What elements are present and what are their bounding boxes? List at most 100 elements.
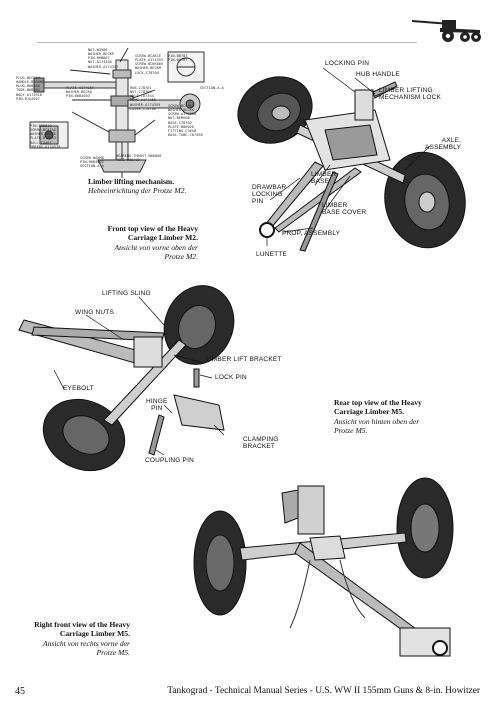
part-label: WASHER-A174357 [88,64,119,69]
part-label: WASHER-BECKM [135,66,161,71]
fig1-parts-top-right: SCREW-BCAKCE PLATE-A174355 SCREW-BCKK005… [135,54,163,75]
fig1-parts-left: PLUG-BECHAM HANDLE-B6B00B PLUG-B6B0A0 TU… [16,76,44,101]
fig1-parts-left-3: PIN-B6B610 SCREW-BCAIAG WASHER-BECKE PLA… [30,124,60,149]
part-label: NUT-N3900 [88,48,108,52]
fig1-caption-sub: Hebeeinrichtung der Protze M2. [88,186,187,196]
label-lunette: LUNETTE [256,251,288,258]
part-label: PIN-B6B4003 [66,94,90,99]
part-label: SCREW-BCAKCE [135,54,161,58]
label-limber-lifting-lock: LIMBER LIFTING MECHANISM LOCK [379,87,442,101]
part-label: SCREW-BCKK005 [135,62,164,67]
fig2-caption-title-2: Carriage Limber M2. [127,233,198,243]
part-label: TUBE-B6B004 [16,88,40,93]
part-label: PIN-B6B4002 [80,160,104,165]
part-label: WASHER-A174359 [130,102,161,107]
label-hinge-pin: HINGE PIN [146,398,168,412]
label-prop-assembly: PROP, ASSEMBLY [282,230,341,237]
part-label: HANDLE-B6B00B [16,80,45,85]
fig1-caption: Limber lifting mechanism. Hebeeinrichtun… [88,177,208,196]
part-label: SPRING-A174570 [30,144,61,149]
fig2-limber-m2-illustration [237,67,466,252]
fig1-caption-title: Limber lifting mechanism. [88,177,175,186]
label-limber-base: LIMBER BASE [311,171,337,185]
part-label: HUB-C78701 [130,86,152,90]
part-label: WASHER-BECKK [168,108,194,113]
footer-series-text: Tankograd - Technical Manual Series - U.… [167,686,480,696]
label-clamping-bracket: CLAMPING BRACKET [243,436,279,450]
label-locking-pin: LOCKING PIN [325,60,370,67]
fig2-caption-sub-2: Protze M2. [164,252,198,262]
part-label: PLUG-B6B0A0 [16,84,40,89]
fig1-parts-right-2: SCREW-BCAAGA WASHER-BECKK SCREW-A174358 … [168,104,203,137]
fig1-section-label: SECTION-A-A [200,86,224,90]
fig4-caption-title-2: Carriage Limber M5. [59,629,130,639]
part-label: FITTING-C3658 [168,128,197,133]
fig3-caption-sub-2: Protze M5. [334,426,368,436]
part-label: NUT-A174356 [88,60,112,65]
part-label: PLUG-BECHAM [16,76,40,80]
part-label: BODY-A174510 [16,92,42,97]
part-label: PIN-BB707 [168,54,188,58]
fig4-caption-sub-1: Ansicht von rechts vorne der [42,638,130,648]
part-label: BALL-CA40F [30,140,52,145]
part-label: PIN-B6B807 [88,56,110,61]
part-label: PIN-B6B610 [30,124,52,128]
part-label: PLATE-B17463 [30,136,56,141]
part-label: WASHER-BECKO [66,90,92,95]
part-label: TUBE-B6B400 [116,158,140,163]
fig1-parts-top-far: PIN-BB707 PIN-B5707 [168,54,187,62]
part-label: PLATE-B86026 [168,124,194,129]
fig1-parts-top: NUT-N3900 WASHER-BECKP PIN-B6B807 NUT-A1… [88,48,118,69]
label-lifting-sling: LIFTING SLING [102,290,151,297]
part-label: SCREW-BCAIAG [30,128,56,133]
fig3-caption-sub-1: Ansicht von hinten oben der [334,416,420,426]
fig1-parts-bottom-2: BEARING-THRUST-B86868 TUBE-B6B400 [116,154,161,162]
fig4-limber-m5-front-illustration [193,477,454,657]
part-label: PIN-B7A4507 [16,96,40,101]
gun-silhouette-icon [412,20,481,42]
label-drawbar-locking-pin: DRAWBAR LOCKING PIN [252,184,287,205]
part-label: WASHER-BECKP [88,52,114,57]
fig1-parts-left-2: PLATE-A174S6F WASHER-BECKO PIN-B6B4003 [66,86,94,98]
fig1-parts-bottom: SCREW-BAXM0 PIN-B6B4002 SECTION-A-A [80,156,104,168]
fig3-caption-title-2: Carriage Limber M5. [334,407,405,417]
part-label: SECTION-A-A [200,86,224,90]
part-label: SECTION-A-A [80,164,104,169]
fig1-parts-right: HUB-C78701 NUT-C78703 AXLE-C87354 RING-A… [130,86,160,111]
part-label: RING-A174356 [130,98,156,103]
part-label: BEARING-THRUST-B86868 [116,154,162,158]
part-label: NUT-C78703 [130,90,152,95]
part-label: WASHER-BECKE [30,132,56,137]
part-label: SCREW-A174358 [168,112,197,117]
page-number: 45 [15,686,25,697]
fig1-drawing [29,47,205,178]
fig3-caption: Rear top view of the Heavy Carriage Limb… [334,398,474,436]
label-coupling-pin: COUPLING PIN [145,457,194,464]
fig4-caption: Right front view of the Heavy Carriage L… [2,620,130,658]
fig4-caption-sub-2: Protze M5. [96,648,130,658]
fig3-limber-m5-rear-illustration [18,285,235,472]
part-label: SCREW-BAXM0 [80,156,104,160]
part-label: BASE-TUBE-C87498 [168,132,203,137]
part-label: LOCK-C78704 [135,70,159,75]
part-label: NUT-BERHGB [168,116,190,121]
label-lock-pin: LOCK PIN [215,374,247,381]
fig3-caption-title-1: Rear top view of the Heavy [334,398,422,407]
part-label: PLATE-A174355 [135,58,164,63]
label-wing-nuts: WING NUTS [75,309,114,316]
part-label: BASE-C78702 [168,120,192,125]
header-rule [37,42,417,43]
label-hub-handle: HUB HANDLE [356,71,400,78]
part-label: PLATE-A174S6F [66,86,95,90]
fig4-caption-title-1: Right front view of the Heavy [34,620,130,629]
part-label: COVER-C78706 [130,106,156,111]
label-limber-lift-bracket: LIMBER LIFT BRACKET [206,356,282,363]
fig2-caption-title-1: Front top view of the Heavy [107,224,198,233]
label-limber-base-cover: LIMBER BASE COVER [322,202,367,216]
fig2-caption: Front top view of the Heavy Carriage Lim… [58,224,198,262]
part-label: AXLE-C87354 [130,94,154,99]
part-label: PIN-B5707 [168,58,188,63]
fig2-caption-sub-1: Ansicht von vorne oben der [114,242,198,252]
label-axle-assembly: AXLE, ASSEMBLY [425,137,462,151]
